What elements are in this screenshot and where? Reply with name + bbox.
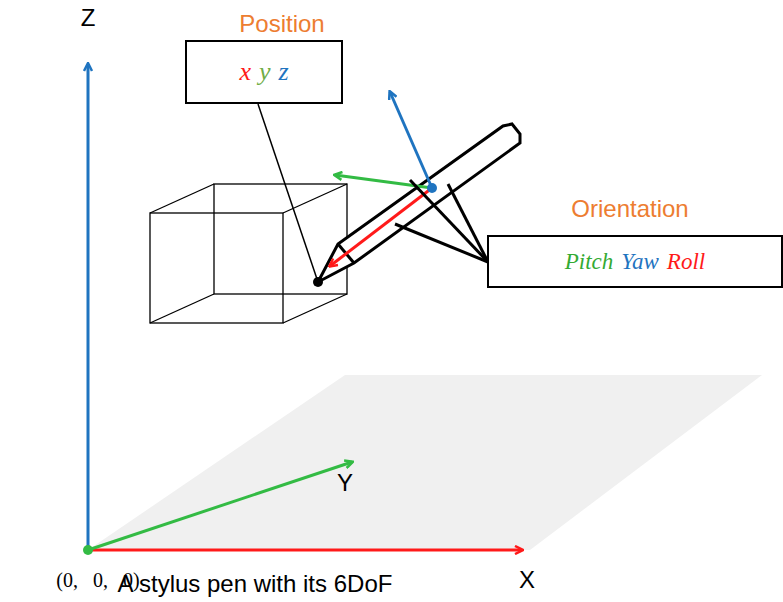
leader-lines bbox=[395, 180, 488, 262]
callout-frame: Pitch Yaw Roll bbox=[487, 235, 783, 288]
x-axis bbox=[88, 549, 522, 552]
axis-label: X bbox=[519, 566, 535, 594]
callout-heading: Position bbox=[239, 10, 324, 38]
origin-dot bbox=[83, 545, 93, 555]
dof-symbol: x bbox=[239, 57, 251, 87]
callout-box: xyzPosition bbox=[185, 40, 343, 104]
caption: A stylus pen with its 6DoF bbox=[118, 570, 393, 598]
y-axis bbox=[88, 462, 352, 550]
callout-frame: xyz bbox=[185, 40, 343, 104]
axis-label: Y bbox=[337, 469, 353, 497]
dof-symbol: Roll bbox=[667, 249, 705, 275]
callout-heading: Orientation bbox=[571, 195, 688, 223]
leader-line bbox=[258, 104, 318, 282]
floor-plane bbox=[88, 375, 762, 550]
dof-symbol: Pitch bbox=[565, 249, 614, 275]
dof-symbol: z bbox=[278, 57, 288, 87]
z-axis bbox=[87, 64, 90, 550]
roll-arrow bbox=[330, 188, 432, 266]
pen-center-dot bbox=[427, 183, 437, 193]
cube bbox=[150, 184, 347, 323]
dof-symbol: y bbox=[259, 57, 271, 87]
dof-symbol: Yaw bbox=[621, 249, 659, 275]
callout-box: PitchYawRollOrientation bbox=[487, 235, 783, 288]
yaw-arrow bbox=[390, 92, 432, 188]
axis-label: Z bbox=[81, 4, 96, 32]
